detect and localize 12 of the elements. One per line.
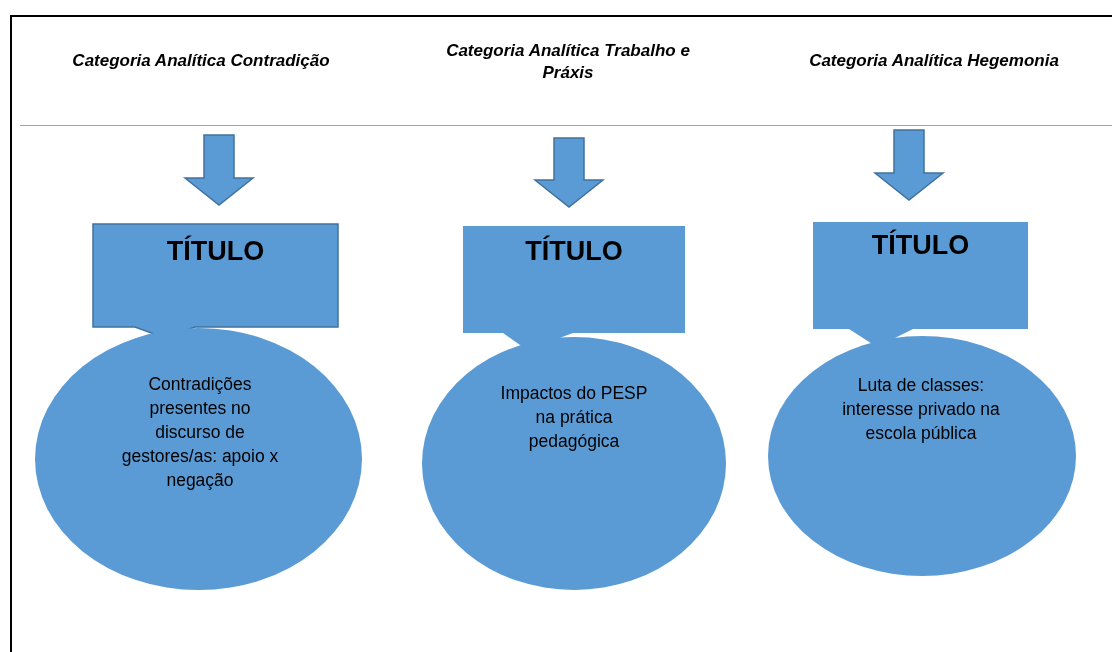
category-heading: Categoria Analítica Contradição xyxy=(38,50,364,135)
block-arrow xyxy=(182,134,256,206)
category-heading: Categoria Analítica Hegemonia xyxy=(770,50,1098,130)
title-text: TÍTULO xyxy=(870,230,971,261)
title-text: TÍTULO xyxy=(165,236,266,267)
block-arrow xyxy=(532,137,606,208)
ellipse-text: Luta de classes: interesse privado na escola pública xyxy=(841,374,1001,445)
block-arrow xyxy=(872,129,946,201)
title-text: TÍTULO xyxy=(524,236,624,267)
ellipse-text: Contradições presentes no discurso de gestores/as: apoio x negação xyxy=(120,373,280,492)
ellipse-text: Impactos do PESP na prática pedagógica xyxy=(499,382,649,453)
category-heading: Categoria Analítica Trabalho e Práxis xyxy=(423,40,713,138)
